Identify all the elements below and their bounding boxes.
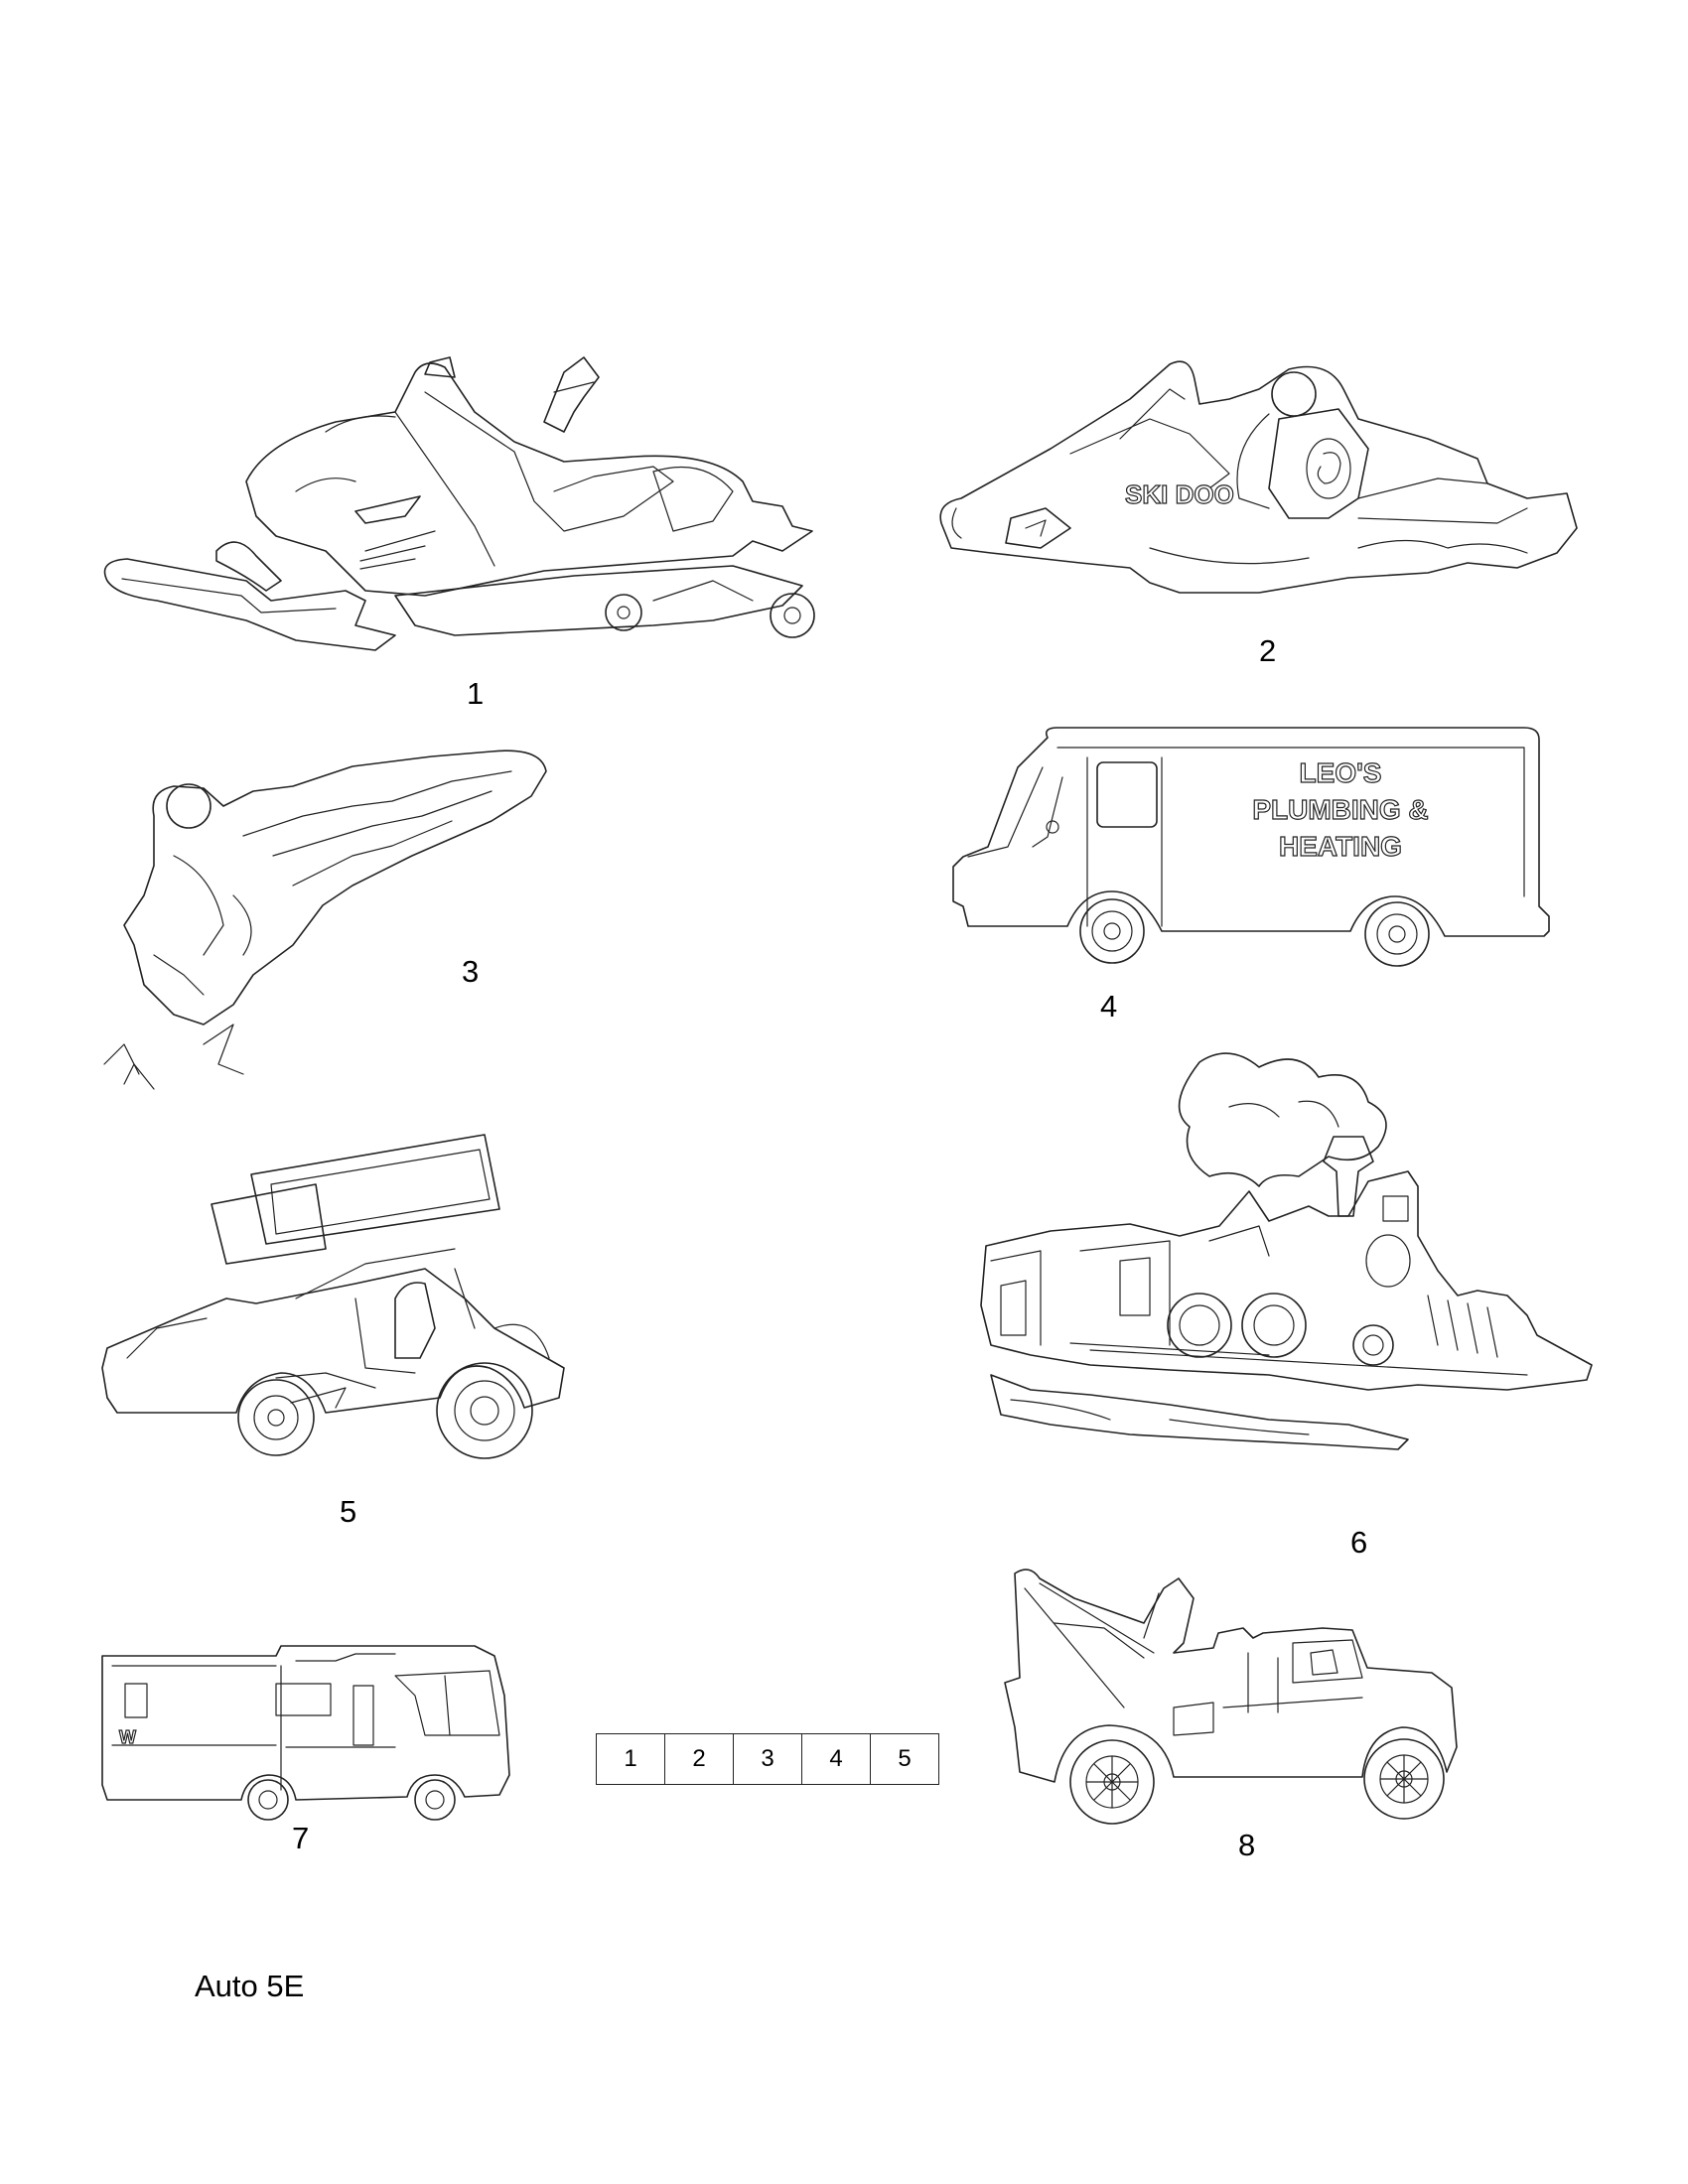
figure-5-number: 5: [340, 1494, 357, 1529]
figure-6-steam-locomotive: [971, 1047, 1593, 1499]
figure-4-text-line-3: HEATING: [1279, 831, 1402, 862]
figure-8-number: 8: [1238, 1828, 1256, 1862]
figure-7-motorhome: W: [97, 1636, 524, 1825]
scale-cell: 2: [665, 1734, 734, 1784]
figure-4-text-line-2: PLUMBING &: [1252, 794, 1428, 825]
scale-cell: 1: [597, 1734, 665, 1784]
figure-1-snowmobile: [97, 352, 862, 660]
figure-6-number: 6: [1350, 1525, 1368, 1560]
page-code: Auto 5E: [195, 1969, 305, 2003]
figure-3-number: 3: [462, 954, 480, 989]
scale-cell: 4: [802, 1734, 871, 1784]
figure-3-snowmobile-jump: [94, 747, 561, 1104]
figure-7-number: 7: [292, 1821, 310, 1855]
figure-8-tow-truck: [995, 1569, 1470, 1829]
figure-4-delivery-truck: LEO'S PLUMBING & HEATING: [948, 727, 1559, 971]
figure-2-snowmobile-rider: SKI DOO: [931, 359, 1587, 608]
scale-cell: 3: [734, 1734, 802, 1784]
scale-cell: 5: [898, 1745, 912, 1772]
figure-4-number: 4: [1100, 989, 1118, 1024]
figure-2-logo-text: SKI DOO: [1125, 479, 1234, 509]
figure-4-text-line-1: LEO'S: [1300, 757, 1382, 788]
figure-7-logo-text: W: [119, 1727, 136, 1747]
figure-5-sprint-car: [97, 1130, 574, 1472]
figure-1-number: 1: [467, 676, 485, 711]
figure-2-number: 2: [1259, 633, 1277, 668]
scale-ruler: 1 2 3 4 5: [596, 1733, 939, 1785]
